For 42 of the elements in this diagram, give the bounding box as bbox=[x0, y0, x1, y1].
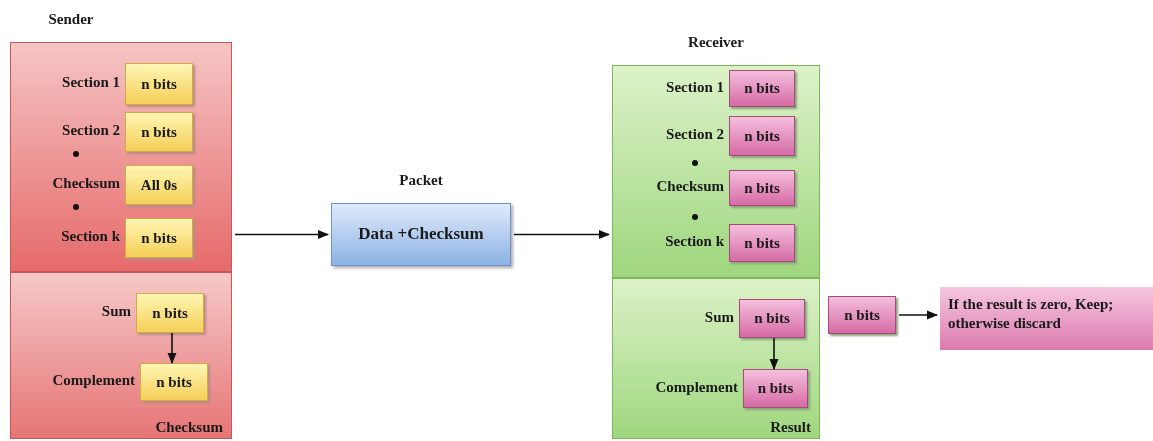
section-label: Section 1 bbox=[666, 78, 724, 96]
bit-field: n bits bbox=[140, 363, 208, 401]
section-label: Checksum bbox=[656, 178, 724, 195]
bit-field: n bits bbox=[743, 369, 808, 408]
result-panel bbox=[612, 278, 820, 439]
section-label: Section 2 bbox=[666, 126, 724, 143]
section-label: Section k bbox=[61, 228, 120, 245]
decision-box bbox=[940, 287, 1153, 350]
data-panel bbox=[10, 42, 232, 272]
bit-field: n bits bbox=[729, 170, 795, 206]
section-label: Section 1 bbox=[62, 74, 120, 91]
section-label: Complement bbox=[52, 372, 135, 389]
section-label: Complement bbox=[655, 378, 738, 396]
bit-field: n bits bbox=[739, 299, 805, 338]
heading: Packet bbox=[398, 172, 444, 189]
arrow bbox=[513, 230, 611, 239]
panel-caption: Checksum bbox=[155, 419, 223, 436]
section-label: Section k bbox=[665, 233, 724, 250]
checksum-panel bbox=[10, 272, 232, 439]
arrow bbox=[898, 310, 939, 320]
arrow bbox=[234, 230, 330, 239]
bit-field: n bits bbox=[136, 293, 204, 333]
panel-caption: Result bbox=[770, 419, 811, 436]
bit-field: n bits bbox=[125, 218, 193, 258]
section-label: Sum bbox=[101, 303, 131, 320]
arrow bbox=[167, 332, 177, 365]
arrow bbox=[769, 337, 779, 371]
heading: Sender bbox=[47, 11, 95, 28]
section-label: Sum bbox=[704, 308, 734, 326]
packet-content: Data +Checksum bbox=[357, 224, 485, 244]
bit-field: n bits bbox=[729, 116, 795, 156]
bit-field: n bits bbox=[729, 224, 795, 262]
bit-field: n bits bbox=[125, 63, 193, 105]
bit-field: All 0s bbox=[125, 165, 193, 205]
heading: Receiver bbox=[687, 34, 745, 51]
decision-text: If the result is zero, Keep; otherwise discard bbox=[948, 295, 1115, 333]
section-label: Section 2 bbox=[62, 122, 120, 139]
bit-field: n bits bbox=[125, 112, 193, 152]
bit-field: n bits bbox=[828, 296, 896, 334]
bit-field: n bits bbox=[729, 70, 795, 107]
section-label: Checksum bbox=[52, 175, 120, 192]
data-panel bbox=[612, 65, 820, 278]
